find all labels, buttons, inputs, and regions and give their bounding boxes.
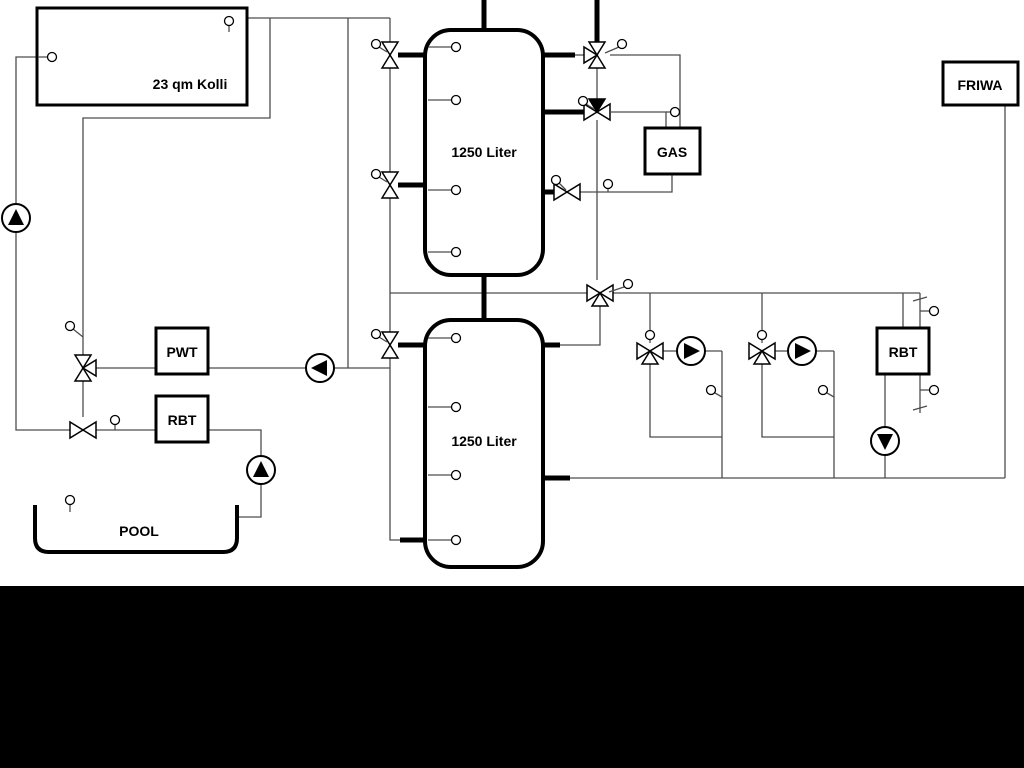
valve-icon [553, 182, 581, 202]
tank-lower-label: 1250 Liter [451, 433, 517, 449]
solar-collector-box [35, 6, 249, 107]
buffer-tank-lower [423, 318, 545, 569]
pipe [705, 350, 723, 478]
valve-actuator-icon [370, 38, 382, 50]
pump-icon [676, 336, 706, 366]
sensor-icon [602, 178, 614, 190]
three-way-valve-icon [586, 283, 614, 307]
pwt-label: PWT [166, 344, 198, 360]
sensor-icons [38, 15, 940, 546]
rbt-right-box [875, 326, 931, 376]
pipe [649, 364, 722, 438]
pipe [580, 174, 673, 193]
rbt-left-label: RBT [168, 412, 197, 428]
sensor-icon [450, 401, 462, 413]
sensor-icon [46, 51, 58, 63]
sensor-icon [928, 384, 940, 396]
rbt-left-box [154, 394, 210, 444]
sensor-icon [669, 106, 681, 118]
pipe [761, 364, 834, 438]
valve-actuator-icon [577, 95, 589, 107]
sensor-icon [450, 332, 462, 344]
friwa-box [941, 60, 1020, 107]
pump-icon [787, 336, 817, 366]
three-way-valve-icon [73, 354, 97, 382]
sensor-icon [450, 184, 462, 196]
valve-actuator-icon [644, 329, 656, 341]
pipe [82, 18, 271, 355]
pipe-break-tick [912, 405, 928, 411]
gas-boiler-label: GAS [657, 144, 687, 160]
bottom-letterbox-bar [0, 586, 1024, 768]
sensor-icon [450, 41, 462, 53]
sensor-icon [450, 246, 462, 258]
pipe [208, 429, 262, 456]
pipe [816, 350, 835, 478]
three-way-valve-icon [583, 41, 607, 69]
pipe [237, 484, 262, 518]
sensor-icon [450, 534, 462, 546]
pool-basin [33, 505, 239, 554]
sensor-icon [64, 494, 76, 506]
valve-icon [69, 420, 97, 440]
valve-icon [380, 41, 400, 69]
pipe-network [15, 17, 1006, 541]
tank-upper-label: 1250 Liter [451, 144, 517, 160]
sensor-icon [64, 320, 76, 332]
rbt-right-label: RBT [889, 344, 918, 360]
pwt-heat-exchanger-box [154, 326, 210, 376]
buffer-tank-upper [423, 28, 545, 277]
sensor-icon [817, 384, 829, 396]
valve-actuator-icon [756, 329, 768, 341]
sensor-icon [705, 384, 717, 396]
valve-actuator-icon [370, 328, 382, 340]
pump-icon [870, 426, 900, 456]
pump-icon [246, 455, 276, 485]
valve-actuator-icon [370, 168, 382, 180]
valve-actuator-icon [616, 38, 628, 50]
collector-label: 23 qm Kolli [153, 76, 228, 92]
sensor-icon [450, 469, 462, 481]
pipe [15, 56, 37, 204]
pool-label: POOL [119, 523, 159, 539]
pipe [389, 368, 400, 541]
pipe-break-tick [912, 296, 928, 302]
friwa-label: FRIWA [957, 77, 1002, 93]
valve-actuator-icon [622, 278, 634, 290]
three-way-valve-icon [636, 341, 664, 365]
pipe [610, 54, 681, 128]
pipe [15, 232, 70, 431]
valve-actuator-icon [550, 174, 562, 186]
sensor-icon [928, 305, 940, 317]
gas-boiler-box [643, 126, 702, 176]
sensor-icon [109, 414, 121, 426]
pump-icon [305, 353, 335, 383]
sensor-icon [450, 94, 462, 106]
valve-icon [380, 171, 400, 199]
pump-icon [1, 203, 31, 233]
mixing-valve-icon [583, 98, 611, 122]
sensor-icon [223, 15, 235, 27]
valve-icon [380, 331, 400, 359]
pipe [611, 111, 667, 128]
three-way-valve-icon [748, 341, 776, 365]
pipe [560, 306, 601, 346]
